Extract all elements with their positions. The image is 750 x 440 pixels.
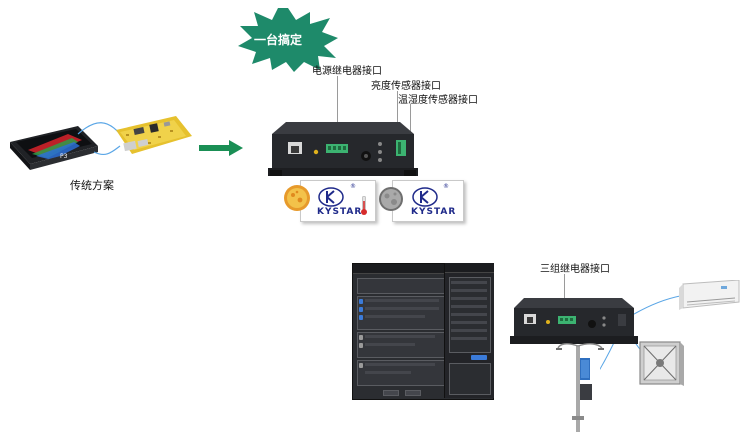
settings-group (357, 278, 447, 294)
callout-line (564, 274, 565, 318)
checkbox[interactable] (359, 343, 363, 348)
checkbox[interactable] (359, 335, 363, 340)
starburst-badge (238, 8, 338, 72)
kystar-logo (412, 187, 438, 207)
software-titlebar (353, 264, 493, 274)
callout-three-relay: 三组继电器接口 (540, 264, 610, 275)
brand-name: KYSTAR (411, 207, 457, 217)
setting-row (365, 371, 411, 374)
registered-mark: ® (350, 183, 356, 190)
relay-row (451, 313, 487, 316)
software-side-panel (444, 263, 494, 398)
kystar-logo (318, 187, 344, 207)
setting-row (365, 343, 415, 346)
setting-row (365, 307, 439, 310)
setting-row (365, 363, 435, 366)
setting-row (365, 299, 439, 302)
relay-row (451, 305, 487, 308)
relay-row (451, 289, 487, 292)
status-area (449, 363, 491, 395)
relay-row (451, 329, 487, 332)
second-device-image (510, 298, 638, 344)
traditional-solution-image: P3 (10, 116, 192, 170)
thermometer-icon (361, 196, 367, 215)
setting-row (365, 315, 425, 318)
relay-row (451, 297, 487, 300)
sun-icon (284, 185, 310, 211)
arrow-right-icon (199, 140, 243, 156)
checkbox[interactable] (359, 315, 363, 320)
checkbox[interactable] (359, 363, 363, 368)
ok-button[interactable] (383, 390, 399, 396)
apply-button[interactable] (471, 355, 487, 360)
callout-line (410, 104, 411, 142)
relay-row (451, 321, 487, 324)
air-conditioner-image (679, 280, 740, 310)
badge-text: 一台搞定 (254, 33, 303, 47)
exhaust-fan-image (639, 341, 684, 386)
checkbox[interactable] (359, 299, 363, 304)
callout-line (337, 76, 338, 144)
cancel-button[interactable] (405, 390, 421, 396)
side-panel-titlebar (445, 263, 494, 273)
svg-text:P3: P3 (60, 153, 68, 160)
setting-row (365, 335, 435, 338)
callout-brightness-sensor: 亮度传感器接口 (371, 81, 441, 92)
relay-row (451, 337, 487, 340)
registered-mark: ® (443, 183, 449, 190)
night-card (392, 180, 464, 222)
traditional-solution-label: 传统方案 (70, 179, 114, 192)
main-device-image (268, 122, 418, 176)
moon-icon (379, 187, 403, 211)
street-light-image (556, 343, 604, 432)
callout-temp-humidity-sensor: 温湿度传感器接口 (398, 95, 478, 106)
relay-row (451, 281, 487, 284)
callout-power-relay: 电源继电器接口 (312, 66, 382, 77)
callout-line (397, 91, 398, 139)
brand-name: KYSTAR (317, 207, 363, 217)
checkbox[interactable] (359, 307, 363, 312)
